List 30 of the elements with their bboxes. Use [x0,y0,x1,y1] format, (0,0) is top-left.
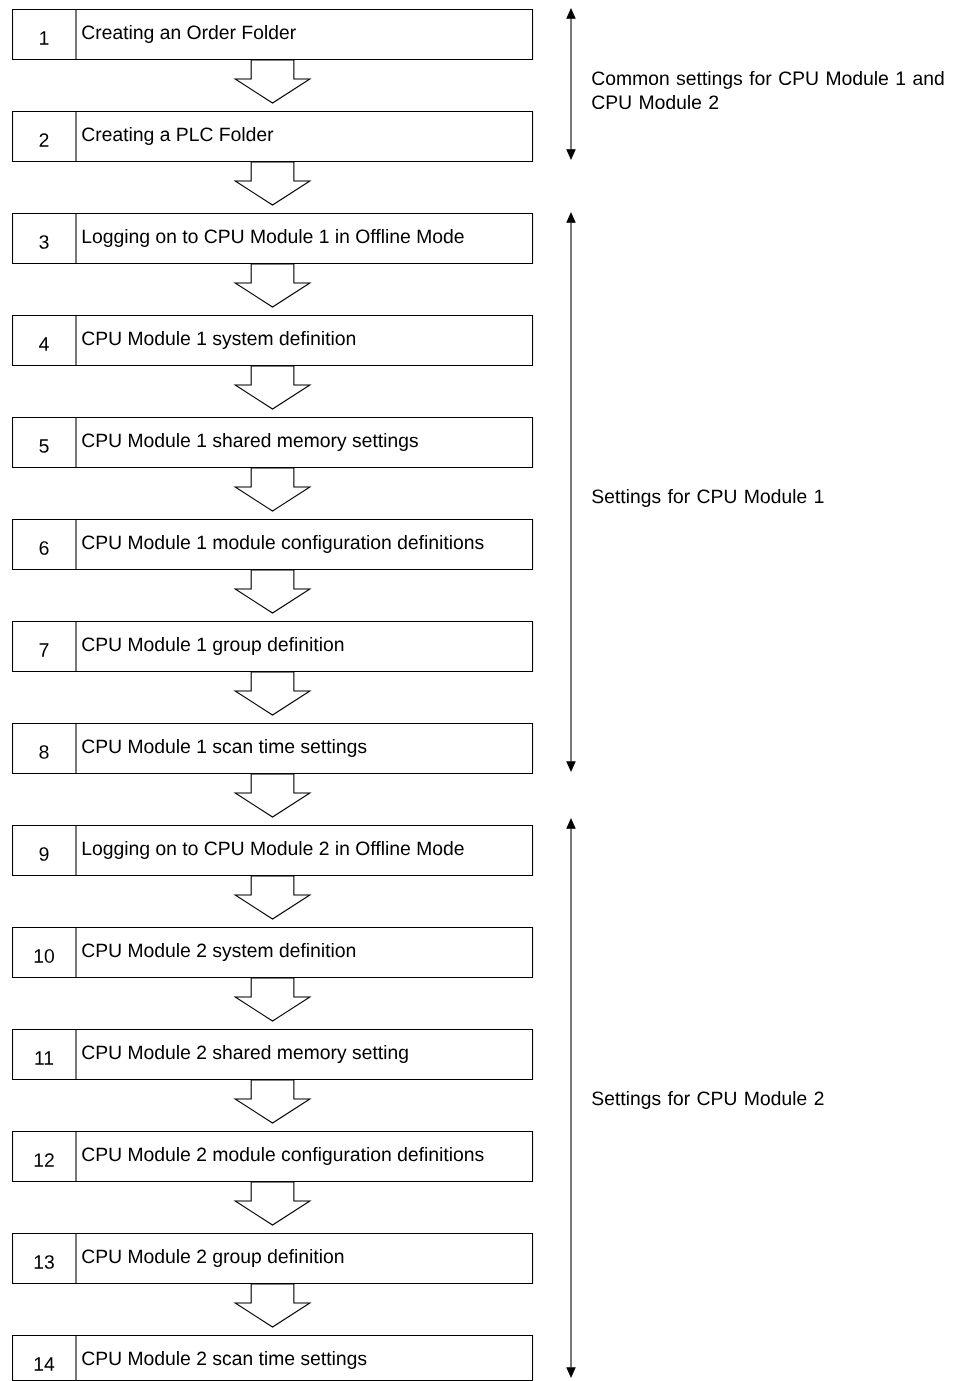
step-box: 9 Logging on to CPU Module 2 in Offline Mode [12,824,534,877]
block-arrow [233,569,312,614]
step-box: 5 CPU Module 1 shared memory settings [12,416,534,469]
step-box: 13 CPU Module 2 group definition [12,1232,534,1285]
section-label: Settings for CPU Module 2 [592,1091,824,1110]
step-box: 3 Logging on to CPU Module 1 in Offline Mode [12,212,534,265]
block-arrow [233,59,312,104]
block-arrow [233,671,312,716]
block-arrow [233,1283,312,1328]
block-arrow [233,161,312,206]
section-label: Common settings for CPU Module 1 and CPU Module 2 [592,70,944,110]
step-box: 6 CPU Module 1 module configuration definitions [12,518,534,571]
section-label: Settings for CPU Module 1 [592,489,824,507]
block-arrow [233,1181,312,1226]
step-box: 10 CPU Module 2 system definition [12,926,534,979]
block-arrow [233,467,312,512]
block-arrow [233,875,312,920]
step-box: 7 CPU Module 1 group definition [12,620,534,673]
step-box: 1 Creating an Order Folder [12,8,534,61]
block-arrow [233,263,312,308]
block-arrow [233,773,312,818]
block-arrow [233,1079,312,1124]
step-box: 8 CPU Module 1 scan time settings [12,722,534,775]
block-arrow [233,977,312,1022]
step-box: 11 CPU Module 2 shared memory setting [12,1028,534,1081]
step-box: 2 Creating a PLC Folder [12,110,534,163]
step-box: 14 CPU Module 2 scan time settings [12,1334,534,1381]
block-arrow [233,365,312,410]
step-box: 12 CPU Module 2 module configuration definitions [12,1130,534,1183]
step-box: 4 CPU Module 1 system definition [12,314,534,367]
